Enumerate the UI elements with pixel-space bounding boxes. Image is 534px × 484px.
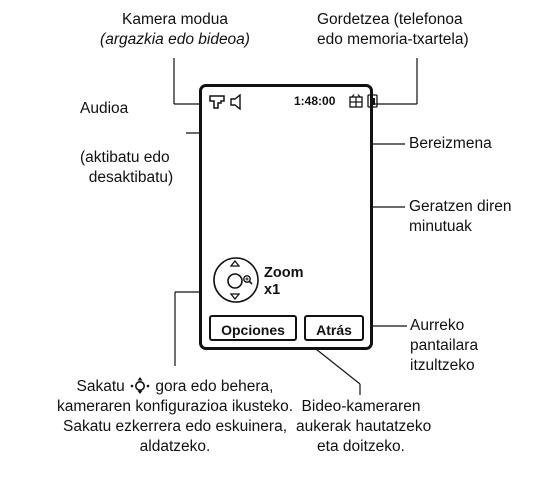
nav-key-description: Sakatu gora edo behera, kameraren konfig… xyxy=(56,377,294,455)
remaining-minutes-label: Geratzen diren minutuak xyxy=(409,198,512,235)
options-softkey[interactable]: Opciones xyxy=(209,315,297,341)
resolution-icon xyxy=(349,94,363,108)
phone-screen: 1:48:00 Zoom x1 Opciones Atrás xyxy=(199,84,378,350)
resolution-label: Bereizmena xyxy=(409,135,492,152)
camera-mode-label: Kamera modua (argazkia edo bideoa) xyxy=(100,11,250,48)
remaining-time: 1:48:00 xyxy=(294,94,336,108)
options-description: Bideo-kameraren aukerak hautatzeko eta d… xyxy=(296,398,432,455)
back-softkey[interactable]: Atrás xyxy=(304,315,364,341)
status-bar: 1:48:00 xyxy=(206,93,378,110)
nav-key-icon xyxy=(130,377,150,394)
audio-label: Audioa xyxy=(80,100,129,117)
storage-icon xyxy=(367,94,378,108)
back-description: Aurreko pantailara itzultzeko xyxy=(410,317,479,374)
storage-label: Gordetzea (telefonoa edo memoria-txartel… xyxy=(317,11,469,48)
audio-icon xyxy=(230,94,241,110)
nav-dial-icon xyxy=(213,257,259,303)
zoom-indicator: Zoom x1 xyxy=(264,265,304,298)
camera-mode-icon xyxy=(209,95,225,109)
audio-description: (aktibatu edo desaktibatu) xyxy=(80,149,174,186)
